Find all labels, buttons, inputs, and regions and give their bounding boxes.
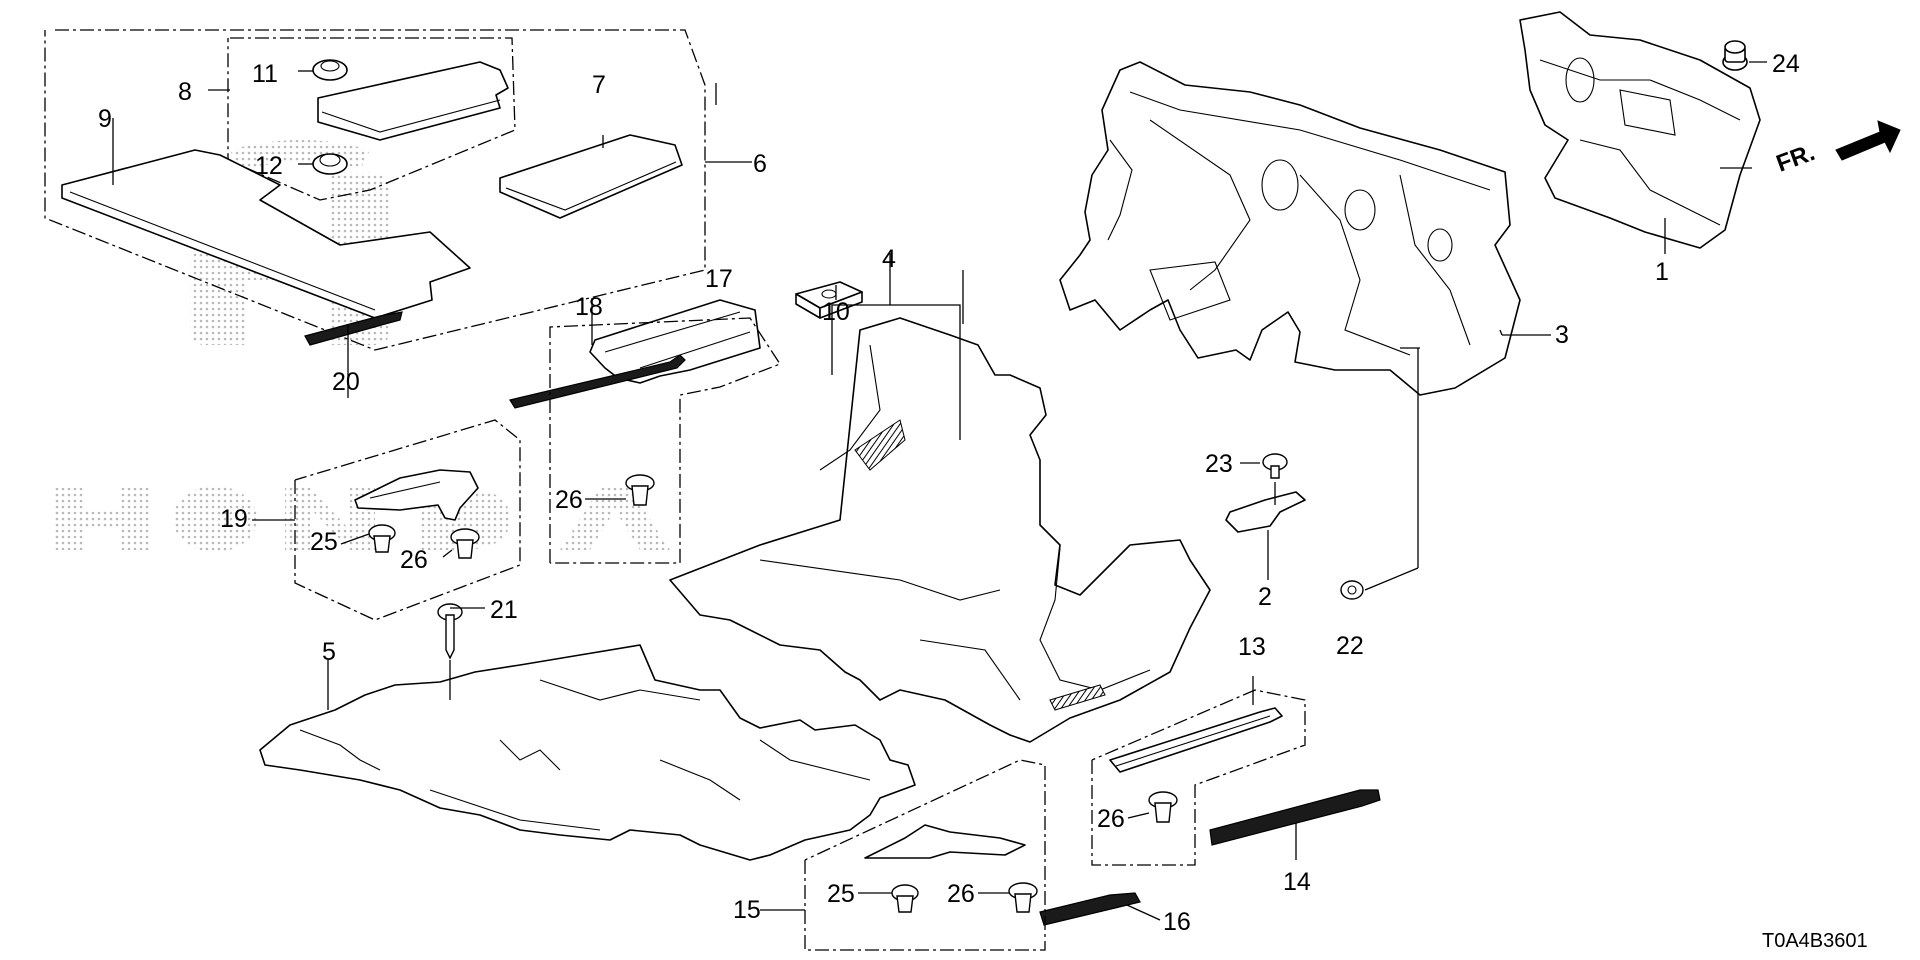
callouts: 1 2 3 4 5 6 7 8 9 10 11 12 13 14 15 16 1…: [98, 50, 1800, 936]
callout-13: 13: [1238, 633, 1266, 661]
upper-dash-insulator: [1519, 11, 1761, 249]
callout-9: 9: [98, 105, 112, 133]
bracket-2: [1225, 491, 1306, 533]
side-trim-15: [864, 824, 1026, 859]
callout-7: 7: [592, 71, 606, 99]
clip-25b: [891, 884, 919, 913]
grommet-11: [312, 59, 348, 81]
clip-26d: [1148, 791, 1178, 823]
lower-strip-16: [1039, 892, 1141, 926]
callout-2: 2: [1258, 583, 1272, 611]
plug-24: [1722, 40, 1748, 71]
sill-strip-14: [1209, 789, 1381, 846]
callout-19: 19: [220, 505, 248, 533]
clip-22: [1340, 580, 1364, 600]
callout-10: 10: [822, 298, 850, 326]
diagram-code: T0A4B3601: [1762, 930, 1868, 952]
callout-23: 23: [1205, 450, 1233, 478]
trim-bracket-15: [804, 759, 1046, 951]
front-direction-indicator: FR.: [1773, 120, 1901, 178]
callout-22: 22: [1336, 632, 1364, 660]
callout-4: 4: [882, 245, 896, 273]
grommet-12: [312, 153, 348, 175]
rear-floor-carpet: [259, 644, 916, 861]
callout-26a: 26: [555, 486, 583, 514]
clip-26a: [625, 474, 655, 506]
leader-lines: [112, 61, 1767, 921]
trim-bracket-17: [549, 317, 781, 564]
front-label: FR.: [1773, 139, 1819, 178]
callout-18: 18: [575, 293, 603, 321]
mat-set-bracket: [44, 29, 706, 351]
clip-25a: [368, 524, 396, 553]
callout-8: 8: [178, 78, 192, 106]
callout-3: 3: [1555, 321, 1569, 349]
clip-21: [437, 603, 463, 660]
side-trim-19: [354, 469, 479, 521]
callout-12: 12: [255, 152, 283, 180]
clip-23: [1262, 453, 1288, 479]
callout-26b: 26: [400, 546, 428, 574]
callout-21: 21: [490, 596, 518, 624]
clip-26c: [1008, 882, 1038, 913]
callout-17: 17: [705, 265, 733, 293]
callout-5: 5: [322, 638, 336, 666]
dashboard-insulator: [1059, 61, 1521, 396]
trim-bracket-19: [294, 419, 521, 621]
sill-garnish-18: [509, 354, 686, 409]
floor-mat-rear: [317, 61, 509, 141]
callout-6: 6: [753, 150, 767, 178]
front-floor-carpet: [669, 317, 1211, 743]
floor-mat-front-passenger: [499, 134, 683, 219]
callout-11: 11: [252, 60, 278, 88]
callout-26c: 26: [947, 880, 975, 908]
clip-26b: [450, 528, 480, 559]
callout-20: 20: [332, 368, 360, 396]
callout-25a: 25: [310, 528, 338, 556]
honda-watermark: [55, 140, 670, 552]
callout-16: 16: [1163, 908, 1191, 936]
callout-26d: 26: [1097, 805, 1125, 833]
callout-14: 14: [1283, 868, 1311, 896]
callout-24: 24: [1772, 50, 1800, 78]
callout-1: 1: [1655, 258, 1669, 286]
rear-garnish-20: [304, 311, 403, 346]
callout-25b: 25: [827, 880, 855, 908]
callout-15: 15: [733, 896, 761, 924]
rear-heat-cover-17: [589, 299, 761, 384]
